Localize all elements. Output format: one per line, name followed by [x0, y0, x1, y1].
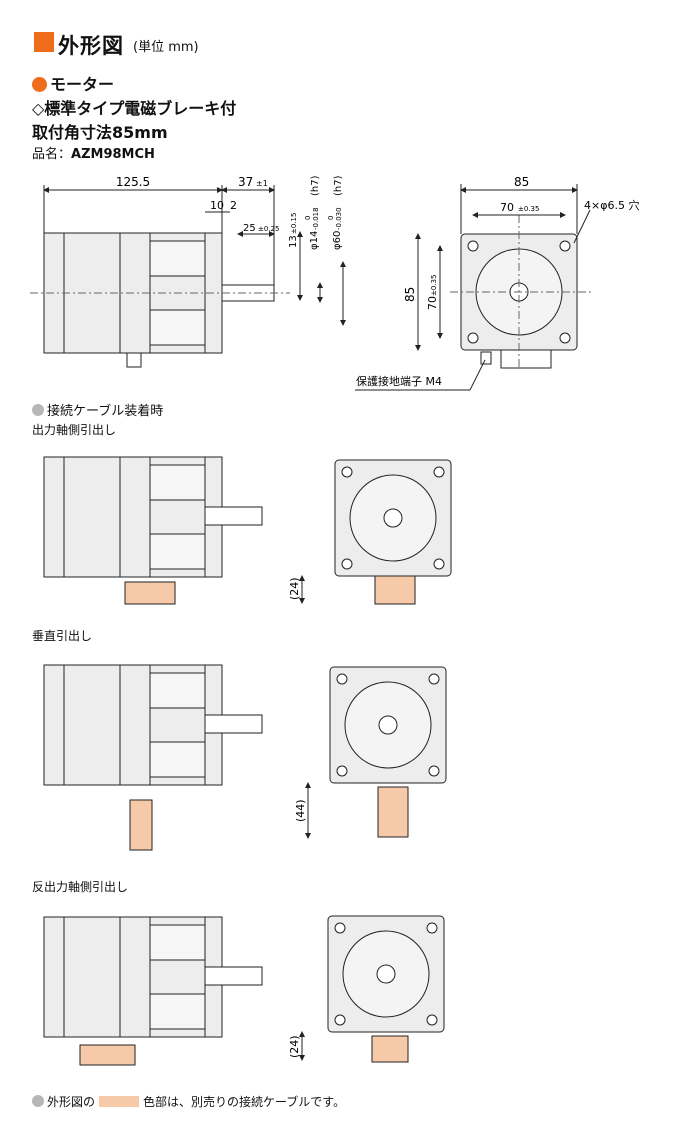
reverse-side-label: 反出力軸側引出し	[32, 880, 129, 894]
motor-heading: モーター	[32, 71, 114, 95]
output-side-label: 出力軸側引出し	[32, 423, 117, 437]
front-view-reverse-cable	[327, 915, 445, 1063]
dim-25-tol: ±0.25	[258, 225, 279, 233]
dim-2: 2	[230, 199, 237, 212]
cable-color-swatch	[99, 1096, 140, 1107]
type-heading: ◇標準タイプ電磁ブレーキ付	[32, 99, 237, 118]
front-view-output-cable	[334, 459, 452, 605]
product-line: 品名：AZM98MCH	[32, 147, 155, 162]
side-view-vertical-cable	[43, 664, 263, 851]
dim-14-fit: (h7)	[310, 175, 321, 196]
dim-width: 85	[514, 175, 529, 189]
dim-14-tol-u: 0	[304, 216, 312, 220]
gray-dot-icon	[32, 404, 44, 416]
dim-60-tol-u: 0	[327, 216, 335, 220]
dim-shaft-tol: ±1	[256, 179, 268, 188]
dim-24-b: (24)	[288, 1035, 301, 1058]
dim-length: 125.5	[116, 175, 150, 189]
unit-label: (単位 mm)	[133, 40, 199, 55]
footnote: 外形図の色部は、別売りの接続ケーブルです。	[32, 1093, 345, 1110]
side-view-motor	[43, 232, 275, 368]
dim-holes: 4×φ6.5 穴	[584, 198, 639, 212]
product-name: AZM98MCH	[71, 147, 155, 162]
dim-10: 10	[210, 199, 224, 212]
vertical-label: 垂直引出し	[32, 629, 93, 643]
dim-13-tol: ±0.15	[290, 213, 298, 234]
front-view-motor	[460, 233, 578, 369]
dim-13: 13	[288, 235, 299, 248]
cable-heading: 接続ケーブル装着時	[32, 400, 163, 419]
dim-14: φ14	[309, 231, 320, 250]
dim-pitch-tol: ±0.35	[518, 205, 539, 213]
gray-dot-icon	[32, 1095, 44, 1107]
ground-terminal-label: 保護接地端子 M4	[356, 374, 442, 388]
dim-24-a: (24)	[288, 577, 301, 600]
dim-pitch-v-tol: ±0.35	[430, 275, 438, 296]
size-heading: 取付角寸法85mm	[32, 123, 168, 142]
title-square-icon	[34, 32, 54, 52]
dim-60-tol-l: -0.030	[335, 207, 343, 230]
dim-height: 85	[403, 287, 417, 302]
side-view-output-cable	[43, 456, 263, 605]
dim-60-fit: (h7)	[333, 175, 344, 196]
dim-44: (44)	[294, 799, 307, 822]
front-view-vertical-cable	[329, 666, 447, 838]
side-view-reverse-cable	[43, 916, 263, 1066]
orange-dot-icon	[32, 77, 47, 92]
dim-25: 25	[243, 223, 256, 234]
dim-14-tol-l: -0.018	[312, 207, 320, 230]
dim-pitch: 70	[500, 201, 514, 214]
dim-pitch-v: 70	[426, 296, 439, 310]
dim-shaft: 37	[238, 175, 253, 189]
page-title: 外形図	[58, 34, 124, 58]
dim-60: φ60	[332, 231, 343, 250]
